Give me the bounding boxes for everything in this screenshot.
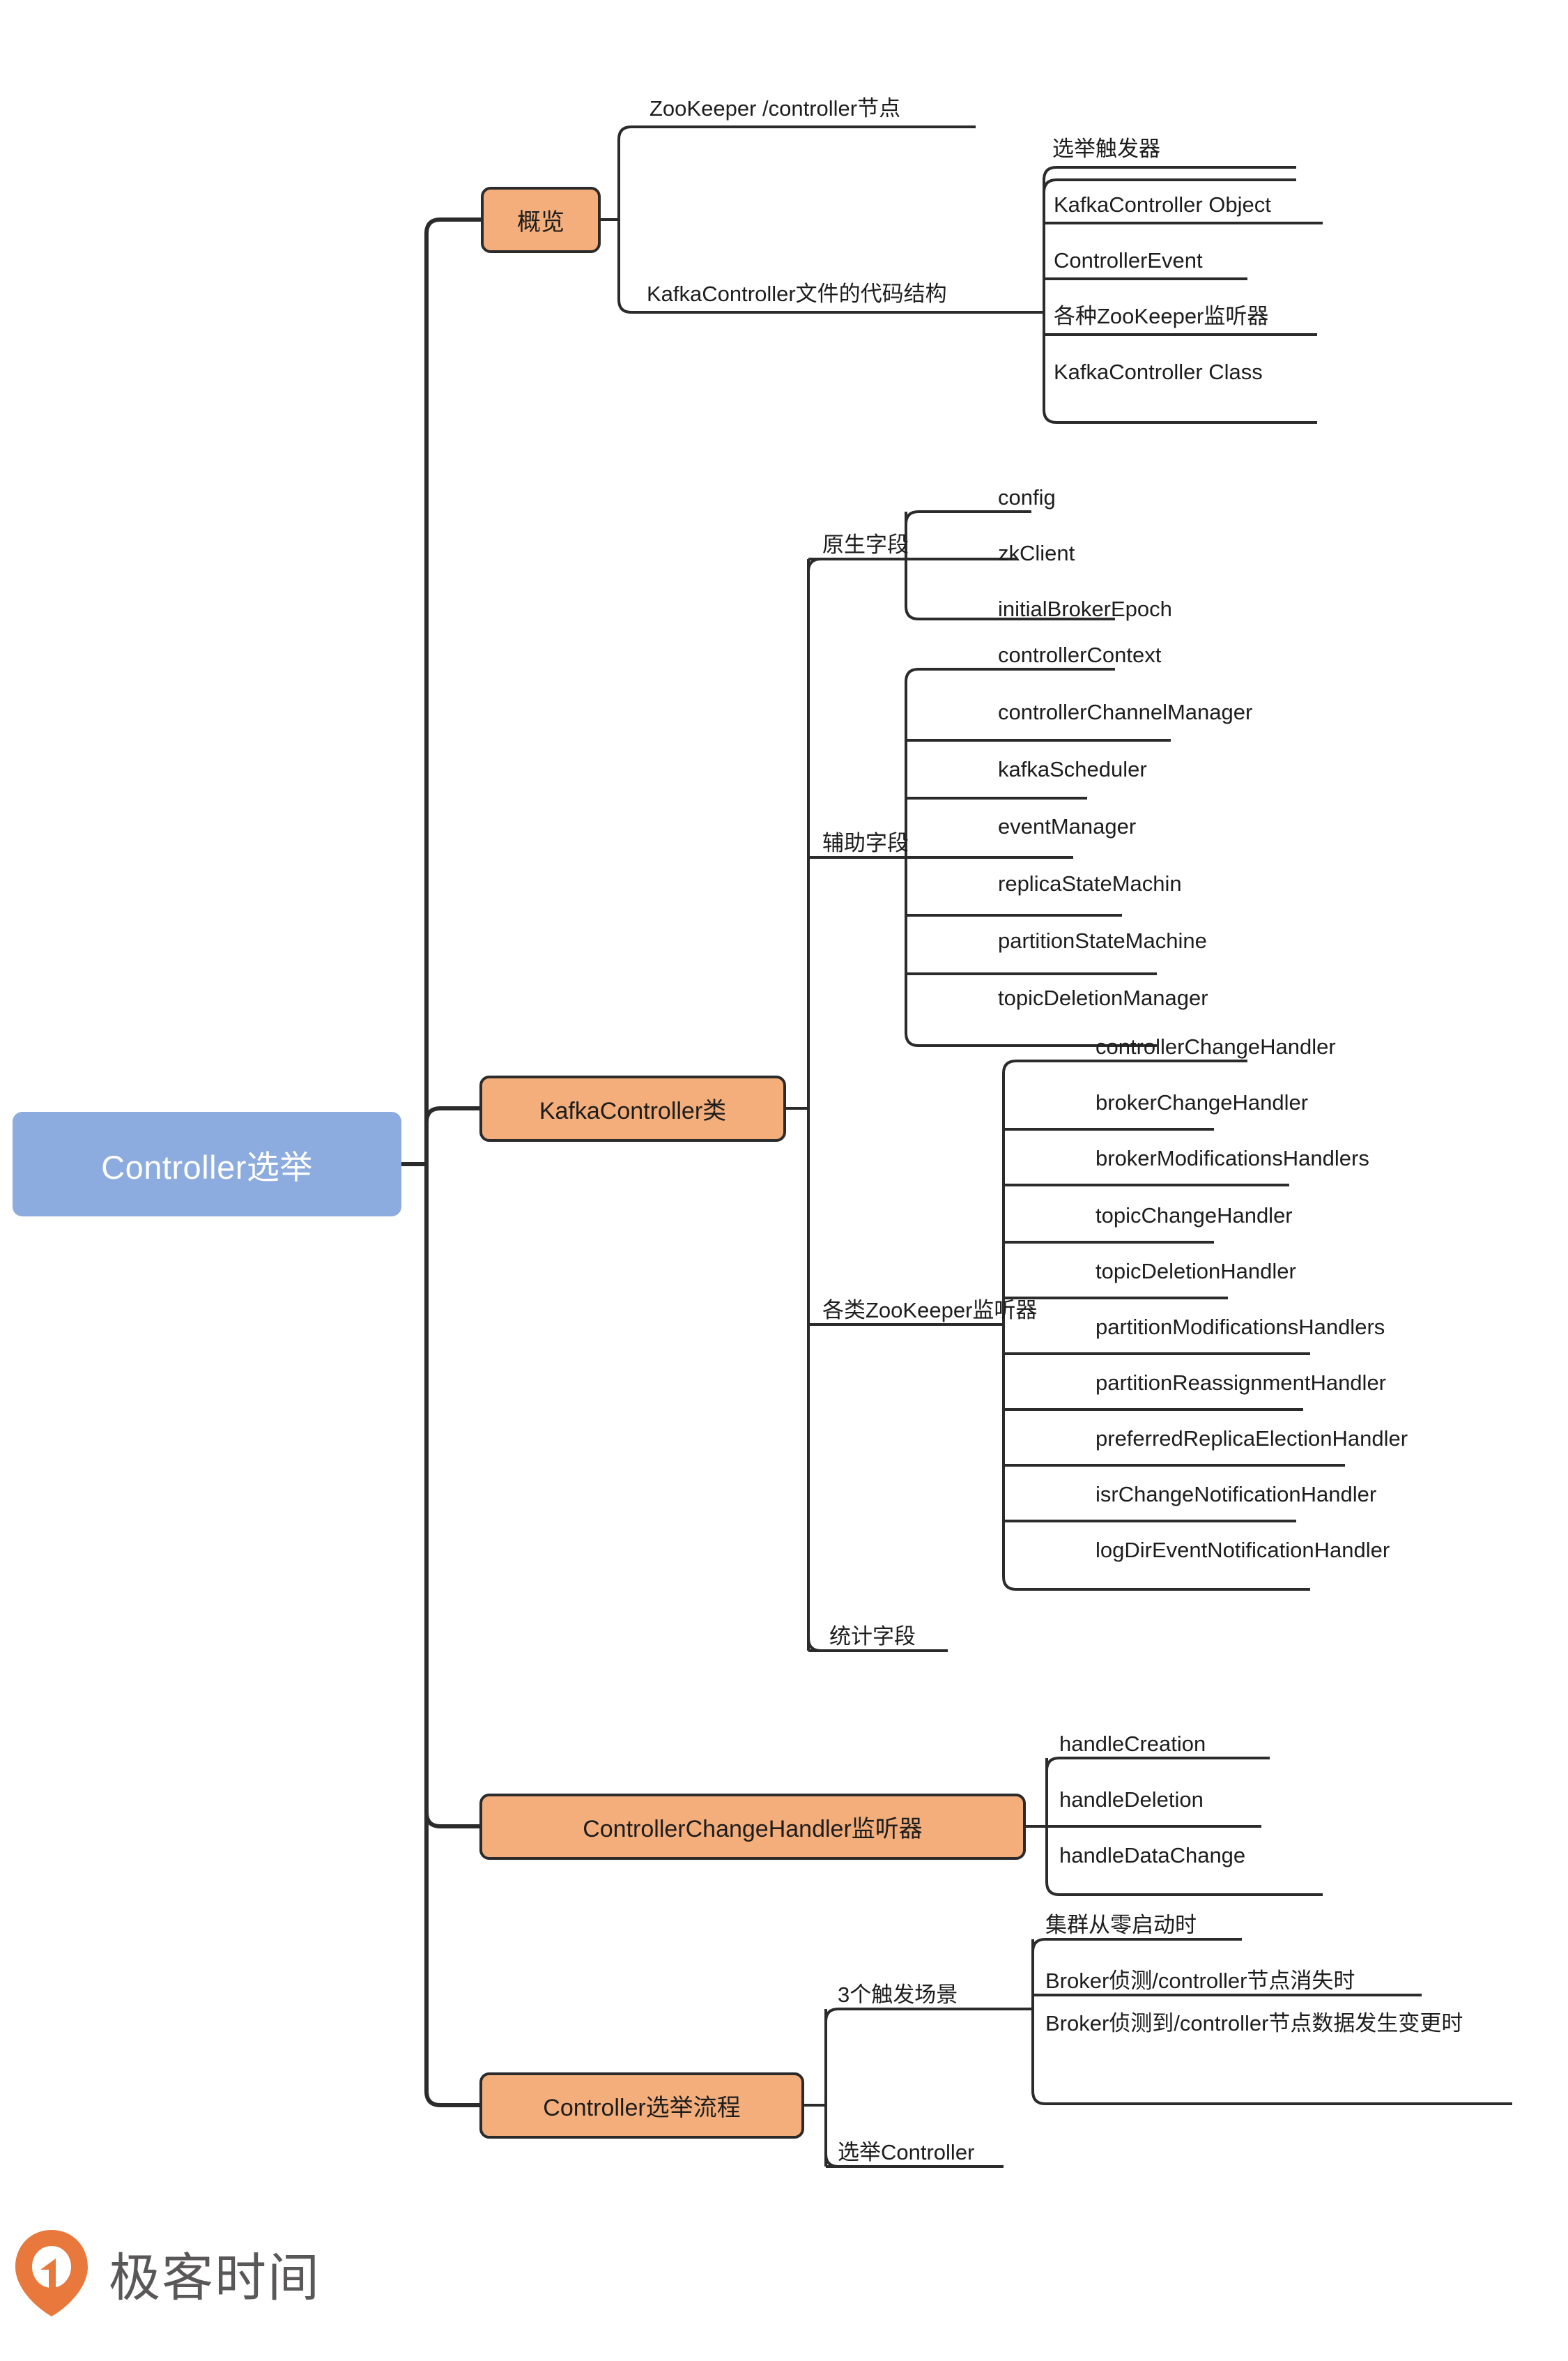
- leaf-replicastatemachin[interactable]: replicaStateMachin: [998, 871, 1182, 896]
- leaf-cluster-cold-start[interactable]: 集群从零启动时: [1045, 1913, 1197, 1938]
- leaf-broker-detects-controller-node-gone[interactable]: Broker侦测/controller节点消失时: [1045, 1969, 1355, 1994]
- root-node[interactable]: Controller选举: [13, 1112, 401, 1216]
- leaf-config[interactable]: config: [998, 485, 1056, 510]
- group-elect-controller[interactable]: 选举Controller: [838, 2140, 975, 2165]
- leaf-kafkascheduler[interactable]: kafkaScheduler: [998, 757, 1147, 782]
- leaf-partitionmodificationshandlers[interactable]: partitionModificationsHandlers: [1096, 1315, 1385, 1340]
- leaf-topicdeletionhandler[interactable]: topicDeletionHandler: [1096, 1259, 1296, 1284]
- branch-node-controllerchangehandler-listener[interactable]: ControllerChangeHandler监听器: [479, 1794, 1026, 1860]
- geektime-logo: 极客时间: [13, 2221, 431, 2325]
- leaf-logdireventnotificationhandler[interactable]: logDirEventNotificationHandler: [1096, 1538, 1390, 1563]
- group-three-trigger-scenarios[interactable]: 3个触发场景: [838, 1982, 958, 2008]
- leaf-controllerchangehandler[interactable]: controllerChangeHandler: [1096, 1034, 1336, 1060]
- leaf-initialbrokerepoch[interactable]: initialBrokerEpoch: [998, 597, 1172, 622]
- group-auxiliary-fields[interactable]: 辅助字段: [822, 831, 909, 856]
- geektime-pin-icon: [15, 2230, 88, 2316]
- leaf-controllerchannelmanager[interactable]: controllerChannelManager: [998, 700, 1253, 725]
- leaf-brokerchangehandler[interactable]: brokerChangeHandler: [1096, 1090, 1309, 1115]
- branch-node-kafkacontroller-class[interactable]: KafkaController类: [479, 1076, 786, 1142]
- leaf-zookeeper-controller-node[interactable]: ZooKeeper /controller节点: [650, 96, 901, 121]
- leaf-preferredreplicaelectionhandler[interactable]: preferredReplicaElectionHandler: [1096, 1426, 1408, 1451]
- leaf-kafkacontroller-code-structure[interactable]: KafkaController文件的代码结构: [647, 282, 947, 307]
- leaf-controller-event[interactable]: ControllerEvent: [1054, 248, 1203, 273]
- group-zookeeper-listeners[interactable]: 各类ZooKeeper监听器: [822, 1298, 1038, 1323]
- leaf-kafkacontroller-object[interactable]: KafkaController Object: [1054, 192, 1271, 217]
- leaf-partitionstatemachine[interactable]: partitionStateMachine: [998, 929, 1207, 954]
- leaf-election-trigger[interactable]: 选举触发器: [1052, 137, 1160, 162]
- leaf-various-zookeeper-listeners[interactable]: 各种ZooKeeper监听器: [1054, 304, 1269, 329]
- geektime-logo-text: 极客时间: [109, 2247, 321, 2308]
- leaf-zkclient[interactable]: zkClient: [998, 541, 1075, 566]
- branch-node-controller-election-flow[interactable]: Controller选举流程: [479, 2072, 804, 2139]
- group-statistics-fields[interactable]: 统计字段: [829, 1624, 916, 1649]
- leaf-controllercontext[interactable]: controllerContext: [998, 643, 1162, 668]
- leaf-handlecreation[interactable]: handleCreation: [1059, 1732, 1206, 1757]
- leaf-broker-detects-controller-node-data-change[interactable]: Broker侦测到/controller节点数据发生变更时: [1045, 2011, 1463, 2035]
- leaf-topicchangehandler[interactable]: topicChangeHandler: [1096, 1203, 1293, 1228]
- branch-node-overview[interactable]: 概览: [481, 187, 601, 253]
- leaf-kafkacontroller-class[interactable]: KafkaController Class: [1054, 360, 1263, 385]
- leaf-isrchangenotificationhandler[interactable]: isrChangeNotificationHandler: [1096, 1482, 1377, 1507]
- leaf-eventmanager[interactable]: eventManager: [998, 814, 1137, 839]
- group-native-fields[interactable]: 原生字段: [822, 533, 909, 558]
- leaf-handledatachange[interactable]: handleDataChange: [1059, 1843, 1246, 1868]
- leaf-handledeletion[interactable]: handleDeletion: [1059, 1787, 1204, 1812]
- leaf-brokermodificationshandlers[interactable]: brokerModificationsHandlers: [1096, 1146, 1369, 1171]
- leaf-partitionreassignmenthandler[interactable]: partitionReassignmentHandler: [1096, 1370, 1387, 1396]
- leaf-topicdeletionmanager[interactable]: topicDeletionManager: [998, 986, 1208, 1011]
